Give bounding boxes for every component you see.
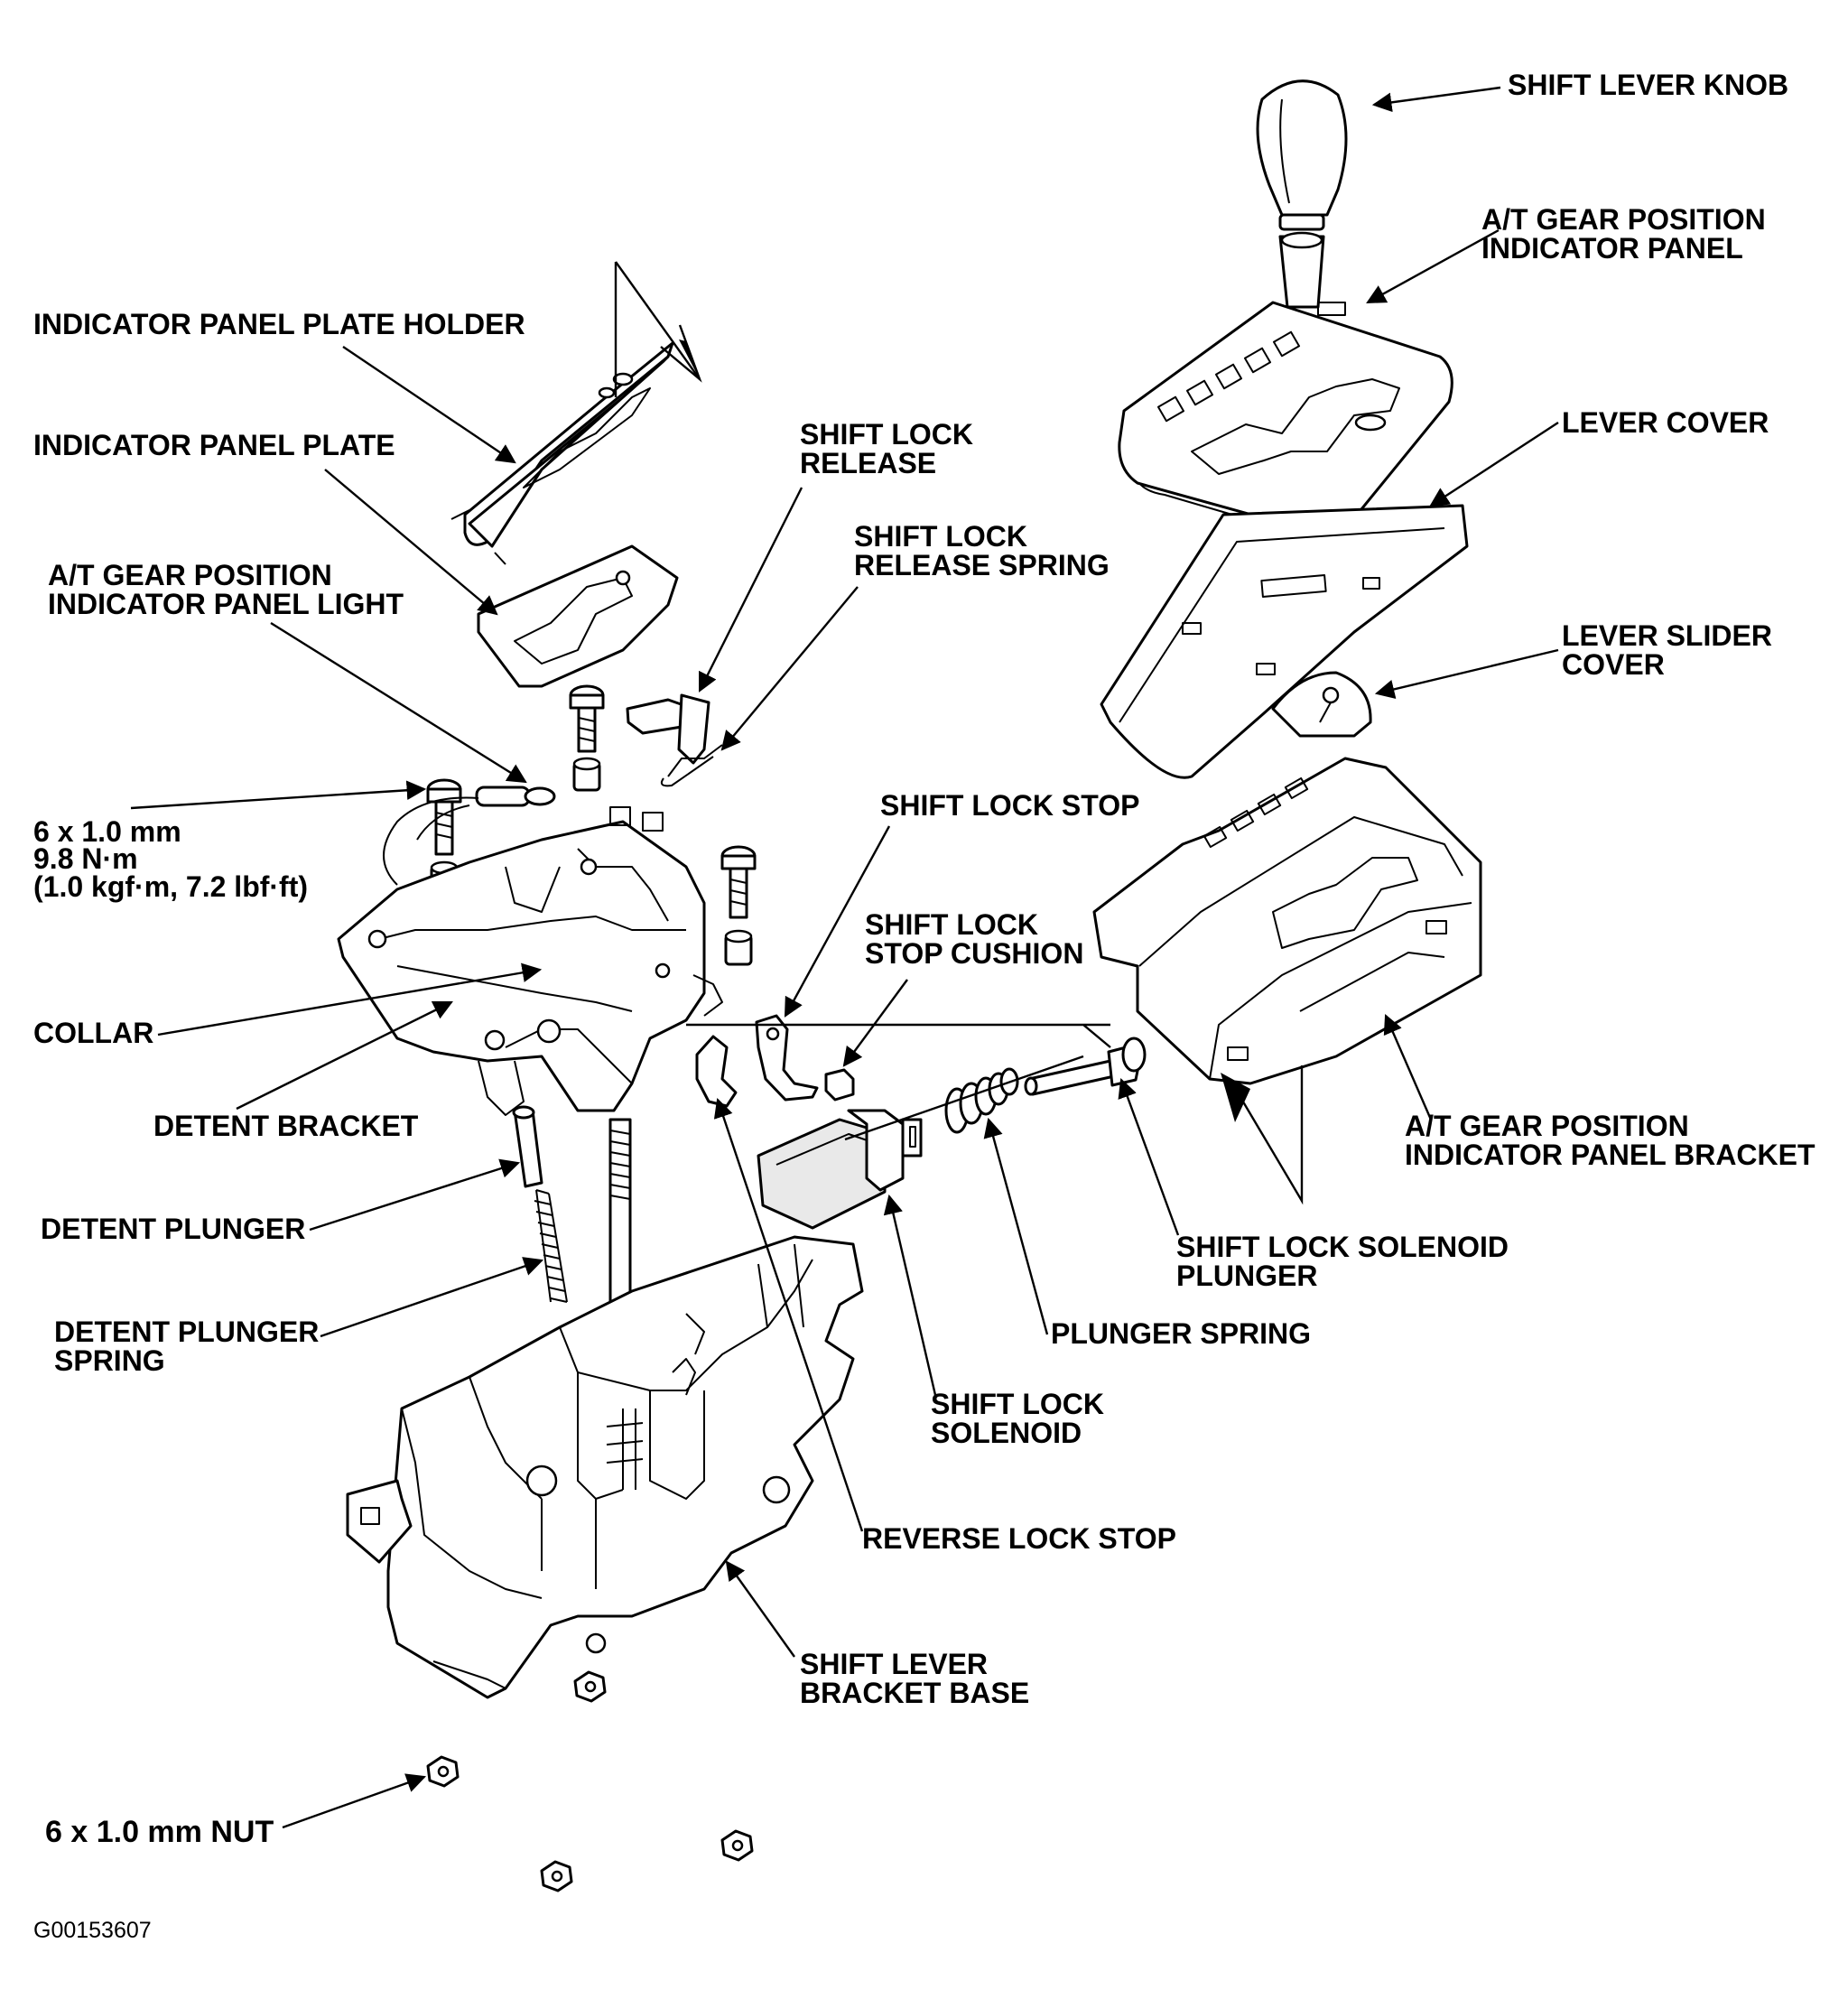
leader-plunger-spring bbox=[983, 1117, 1049, 1335]
label-indicator-panel-line2: INDICATOR PANEL bbox=[1481, 232, 1743, 265]
label-panel-bracket-line2: INDICATOR PANEL BRACKET bbox=[1405, 1139, 1815, 1171]
leader-panel-light bbox=[270, 621, 527, 784]
leader-panel-bracket bbox=[1383, 1014, 1433, 1120]
indicator-panel-part bbox=[1118, 301, 1453, 535]
leader-lever-cover bbox=[1429, 421, 1559, 507]
label-release-spring: SHIFT LOCK bbox=[854, 520, 1027, 553]
shift-lock-stop-cushion-part bbox=[824, 1068, 855, 1102]
leader-detent-bracket bbox=[236, 1000, 453, 1111]
indicator-panel-bracket-part bbox=[1092, 757, 1482, 1085]
detent-bracket-part bbox=[337, 806, 723, 1116]
leader-lines bbox=[130, 86, 1559, 1829]
label-bolt-spec-line2: 9.8 N·m bbox=[33, 842, 138, 875]
label-stop-cushion: SHIFT LOCK bbox=[865, 908, 1038, 941]
label-lever-slider-cover: LEVER SLIDER bbox=[1562, 619, 1772, 652]
leader-bolt-spec bbox=[130, 780, 427, 810]
leader-panel-plate bbox=[324, 469, 498, 616]
label-shift-lock-solenoid-line2: SOLENOID bbox=[931, 1417, 1082, 1449]
label-detent-plunger-spring-line2: SPRING bbox=[54, 1344, 165, 1377]
bracket-windows bbox=[1203, 776, 1309, 849]
label-bracket-base-line2: BRACKET BASE bbox=[800, 1677, 1029, 1709]
label-shift-lock-solenoid: SHIFT LOCK bbox=[931, 1388, 1104, 1420]
leader-shift-lock-release bbox=[698, 487, 803, 693]
leader-shift-lock-solenoid bbox=[883, 1194, 937, 1396]
label-panel-light: A/T GEAR POSITION bbox=[48, 559, 332, 591]
label-bracket-base: SHIFT LEVER bbox=[800, 1648, 988, 1680]
panel-light-part bbox=[383, 786, 556, 886]
detent-plunger-part bbox=[512, 1105, 543, 1188]
label-nut: 6 x 1.0 mm NUT bbox=[45, 1815, 274, 1849]
label-panel-bracket: A/T GEAR POSITION bbox=[1405, 1110, 1689, 1142]
label-bolt-spec: 6 x 1.0 mm bbox=[33, 815, 181, 848]
detent-plunger-spring-part bbox=[534, 1189, 568, 1303]
label-lever-cover: LEVER COVER bbox=[1562, 406, 1769, 439]
label-shift-lever-knob: SHIFT LEVER KNOB bbox=[1508, 69, 1788, 101]
label-plate-holder: INDICATOR PANEL PLATE HOLDER bbox=[33, 308, 525, 340]
shift-lever-knob-part bbox=[1256, 79, 1348, 309]
leader-bracket-base bbox=[725, 1560, 795, 1658]
nut-3 bbox=[720, 1829, 754, 1862]
label-detent-bracket: DETENT BRACKET bbox=[153, 1110, 419, 1142]
leader-solenoid-plunger bbox=[1118, 1077, 1180, 1236]
label-stop-cushion-line2: STOP CUSHION bbox=[865, 937, 1083, 970]
leader-reverse-lock-stop bbox=[713, 1097, 864, 1532]
callout-labels: SHIFT LEVER KNOB A/T GEAR POSITION INDIC… bbox=[33, 69, 1815, 1943]
leader-detent-plunger bbox=[309, 1158, 521, 1232]
label-collar: COLLAR bbox=[33, 1017, 153, 1049]
nut-2 bbox=[426, 1755, 460, 1788]
label-release-spring-line2: RELEASE SPRING bbox=[854, 549, 1110, 581]
label-bolt-spec-line3: (1.0 kgf·m, 7.2 lbf·ft) bbox=[33, 870, 308, 903]
plunger-spring-part bbox=[944, 1067, 1019, 1134]
plate-holder-part bbox=[450, 341, 674, 565]
leader-release-spring bbox=[720, 586, 859, 751]
solenoid-plunger-part bbox=[1024, 1037, 1147, 1096]
panel-plate-part bbox=[477, 544, 679, 688]
assembly-direction-arrows bbox=[614, 261, 1304, 1205]
label-indicator-panel: A/T GEAR POSITION bbox=[1481, 203, 1766, 236]
label-shift-lock-release: SHIFT LOCK bbox=[800, 418, 973, 451]
leader-shift-lock-stop bbox=[784, 825, 891, 1018]
leader-collar bbox=[157, 962, 543, 1037]
leader-plate-holder bbox=[342, 346, 516, 464]
label-panel-plate: INDICATOR PANEL PLATE bbox=[33, 429, 395, 461]
label-reverse-lock-stop: REVERSE LOCK STOP bbox=[862, 1522, 1176, 1555]
bracket-base-part bbox=[346, 1235, 864, 1699]
leader-detent-plunger-spring bbox=[320, 1257, 544, 1338]
label-solenoid-plunger: SHIFT LOCK SOLENOID bbox=[1176, 1231, 1509, 1263]
leader-indicator-panel bbox=[1366, 228, 1500, 304]
figure-code: G00153607 bbox=[33, 1918, 152, 1943]
nut-parts bbox=[426, 1670, 754, 1892]
label-detent-plunger-spring: DETENT PLUNGER bbox=[54, 1316, 319, 1348]
label-panel-light-line2: INDICATOR PANEL LIGHT bbox=[48, 588, 404, 620]
shift-lock-stop-part bbox=[755, 1014, 819, 1102]
label-shift-lock-stop: SHIFT LOCK STOP bbox=[880, 789, 1139, 822]
label-detent-plunger: DETENT PLUNGER bbox=[41, 1213, 305, 1245]
lever-cover-part bbox=[1100, 504, 1469, 779]
shift-lock-solenoid-part bbox=[757, 1109, 923, 1230]
label-shift-lock-release-line2: RELEASE bbox=[800, 447, 936, 479]
indicator-panel-windows bbox=[1156, 330, 1301, 423]
leader-stop-cushion bbox=[842, 979, 908, 1067]
label-lever-slider-cover-line2: COVER bbox=[1562, 648, 1665, 681]
bracket-base-grid bbox=[606, 1409, 644, 1490]
reverse-lock-stop-part bbox=[695, 1035, 738, 1108]
shift-lock-release-part bbox=[626, 693, 723, 787]
leader-nut bbox=[282, 1773, 427, 1829]
label-plunger-spring: PLUNGER SPRING bbox=[1051, 1317, 1311, 1350]
leader-shift-lever-knob bbox=[1371, 86, 1501, 113]
label-solenoid-plunger-line2: PLUNGER bbox=[1176, 1260, 1317, 1292]
leader-lever-slider-cover bbox=[1374, 648, 1559, 699]
lever-slider-cover-part bbox=[1271, 671, 1372, 738]
nut-1 bbox=[573, 1670, 607, 1703]
nut-4 bbox=[540, 1860, 573, 1892]
